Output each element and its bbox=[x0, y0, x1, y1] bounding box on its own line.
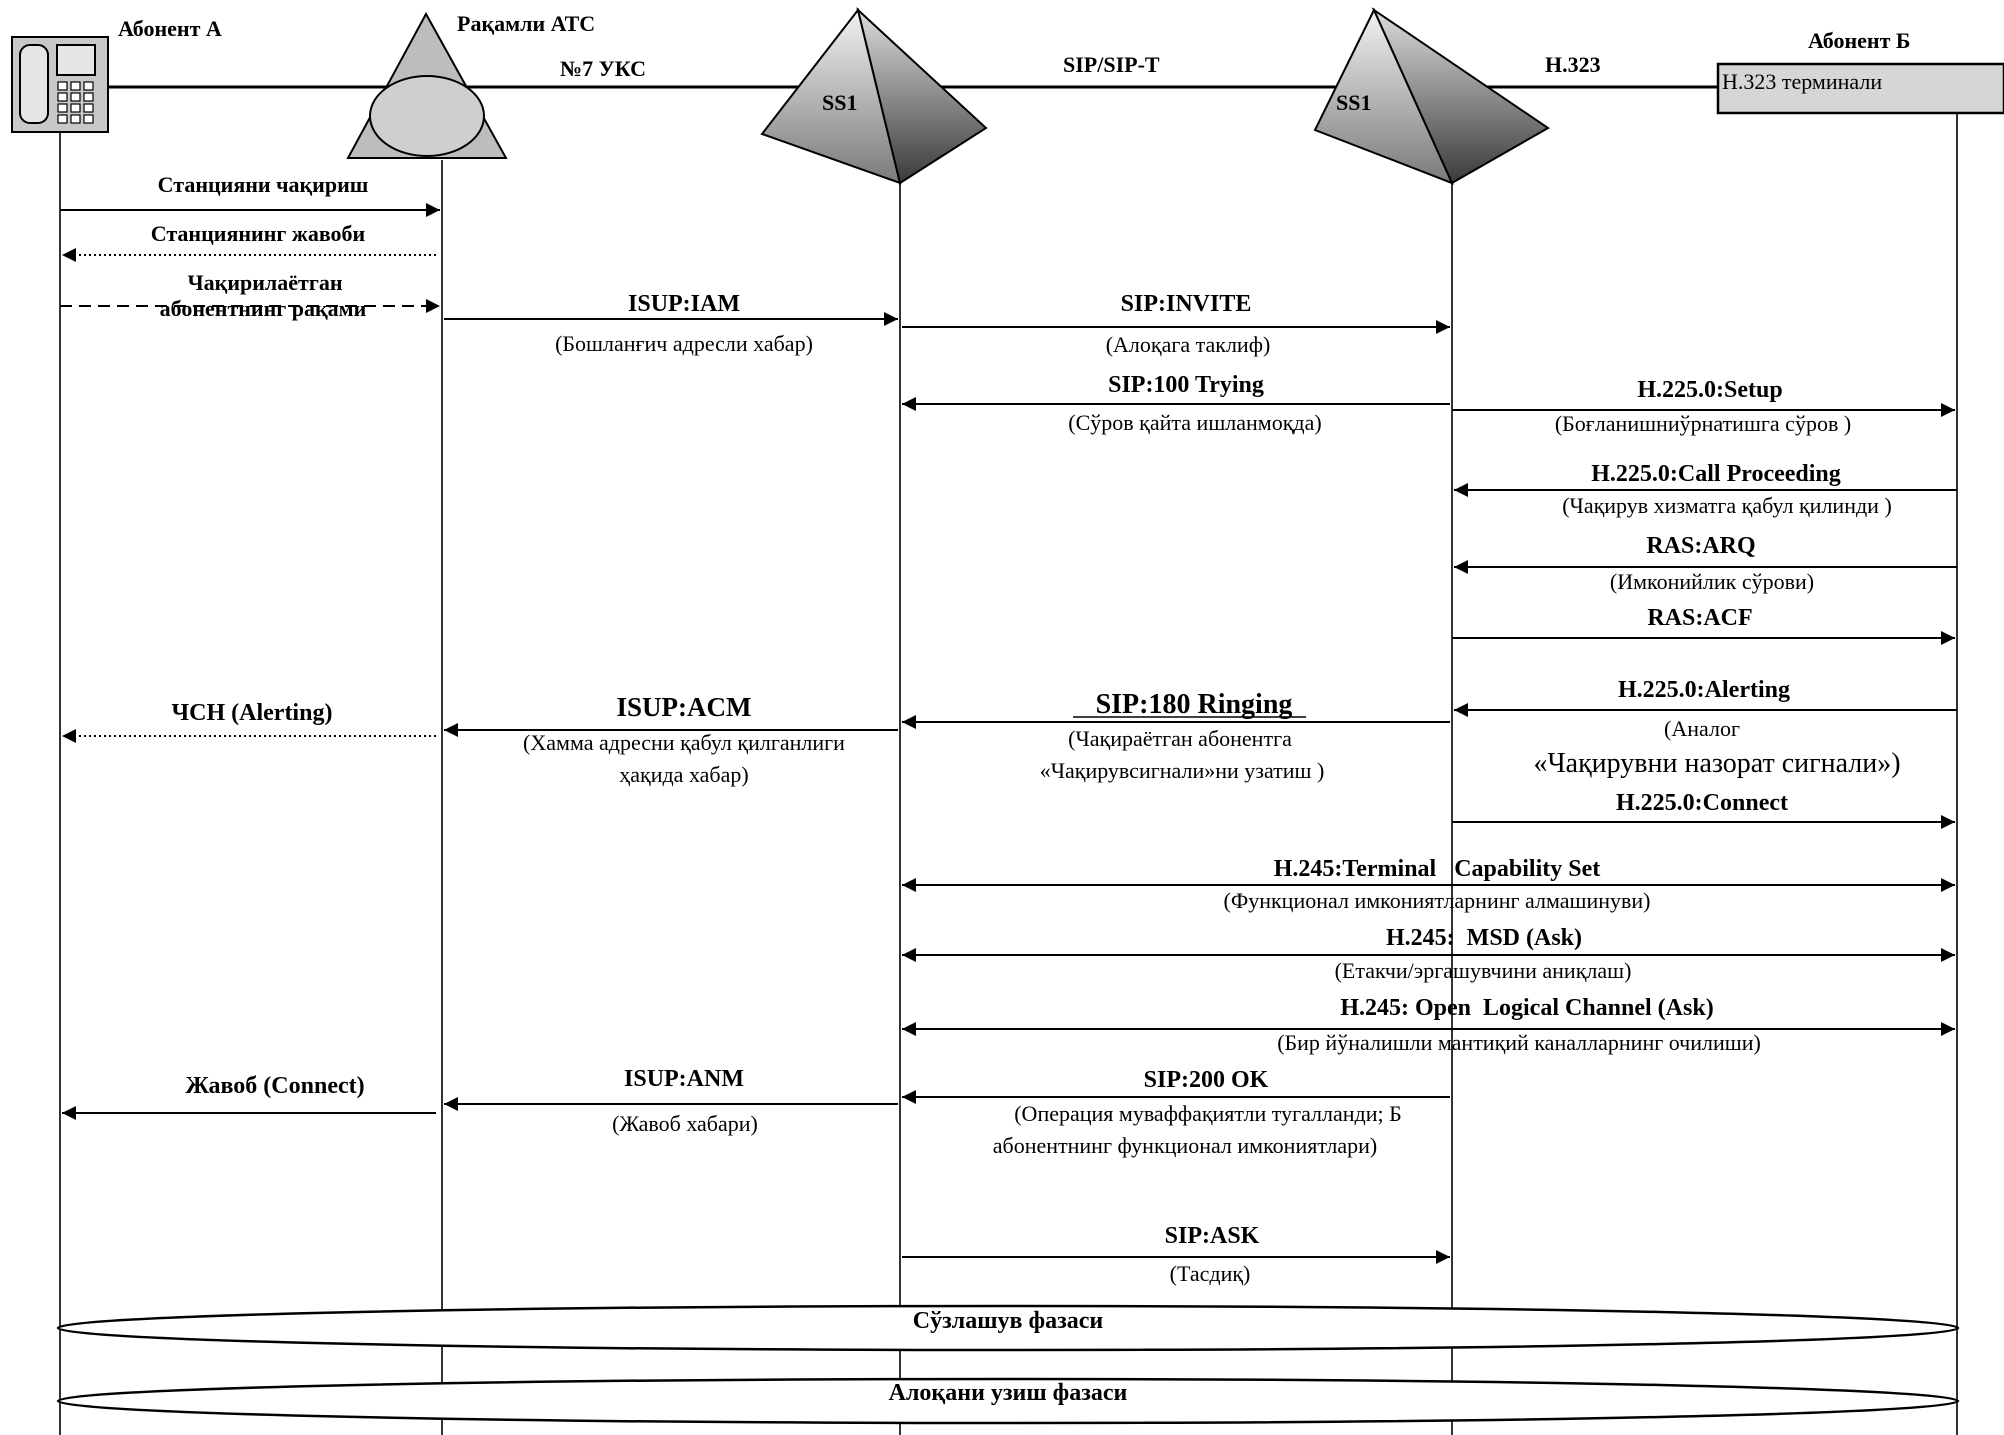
link-ss7-label: №7 УКС bbox=[560, 56, 646, 81]
label-h245-olc: H.245: Open Logical Channel (Ask) bbox=[1340, 995, 1713, 1021]
ss1-left-label: SS1 bbox=[822, 90, 857, 115]
label-sip-180-ringing: SIP:180 Ringing bbox=[1096, 689, 1293, 720]
digital-exchange-icon bbox=[346, 11, 508, 159]
note-isup-acm-line2: ҳақида хабар) bbox=[619, 762, 748, 787]
note-h245-tcs: (Функционал имкониятларнинг алмашинуви) bbox=[1224, 888, 1651, 913]
link-sip-label: SIP/SIP-T bbox=[1063, 52, 1160, 77]
label-h245-tcs: H.245:Terminal Capability Set bbox=[1274, 856, 1600, 882]
label-sip-100-trying: SIP:100 Trying bbox=[1108, 372, 1264, 398]
label-dialed-number-line1: Чақирилаётган bbox=[188, 270, 343, 295]
label-sip-ask: SIP:ASK bbox=[1165, 1223, 1260, 1249]
note-sip-200-ok-line1: (Операция муваффақиятли тугалланди; Б bbox=[1014, 1101, 1402, 1126]
release-phase-ellipse bbox=[56, 1377, 1960, 1425]
note-sip-180-line2: «Чақирувсигнали»ни узатиш ) bbox=[1040, 758, 1325, 783]
ss1-right-label: SS1 bbox=[1336, 90, 1371, 115]
h323-terminal-label: H.323 терминали bbox=[1722, 69, 1882, 94]
release-phase-label: Алоқани узиш фазаси bbox=[889, 1380, 1128, 1406]
note-sip-100-trying: (Сўров қайта ишланмоқда) bbox=[1068, 410, 1321, 435]
label-h225-alerting: H.225.0:Alerting bbox=[1618, 677, 1790, 703]
note-h245-olc: (Бир йўналишли мантиқий каналларнинг очи… bbox=[1277, 1030, 1761, 1055]
label-sip-invite: SIP:INVITE bbox=[1121, 291, 1252, 317]
digital-exchange-label: Рақамли АТС bbox=[457, 11, 595, 36]
h323-terminal-box bbox=[1716, 62, 2004, 115]
label-ras-acf: RAS:ACF bbox=[1647, 605, 1752, 631]
link-h323-label: H.323 bbox=[1545, 52, 1601, 77]
softswitch-right-icon bbox=[1313, 7, 1550, 185]
note-h225-alerting-line2: «Чақирувни назорат сигнали») bbox=[1533, 748, 1900, 779]
label-isup-acm: ISUP:ACM bbox=[617, 692, 752, 722]
talk-phase-ellipse bbox=[56, 1304, 1960, 1352]
label-dialed-number-line2: абонентнинг рақами bbox=[160, 296, 367, 321]
label-station-call: Станцияни чақириш bbox=[158, 172, 369, 197]
note-isup-iam: (Бошланғич адресли хабар) bbox=[555, 331, 813, 356]
label-sip-200-ok: SIP:200 OK bbox=[1144, 1067, 1269, 1093]
label-h245-msd: H.245: MSD (Ask) bbox=[1386, 925, 1582, 951]
note-sip-180-line1: (Чақираётган абонентга bbox=[1068, 726, 1292, 751]
note-h225-call-proceeding: (Чақирув хизматга қабул қилинди ) bbox=[1562, 493, 1892, 518]
label-ras-arq: RAS:ARQ bbox=[1646, 533, 1755, 559]
label-station-answer: Станциянинг жавоби bbox=[151, 221, 366, 246]
note-h225-setup: (Боғланишниўрнатишга сўров ) bbox=[1555, 411, 1851, 436]
note-sip-ask: (Тасдиқ) bbox=[1170, 1261, 1251, 1286]
softswitch-left-icon bbox=[760, 7, 988, 185]
telephone-icon bbox=[11, 36, 109, 133]
label-h225-connect: H.225.0:Connect bbox=[1616, 790, 1788, 816]
label-h225-setup: H.225.0:Setup bbox=[1637, 377, 1782, 403]
label-isup-iam: ISUP:IAM bbox=[628, 291, 740, 317]
label-h225-call-proceeding: H.225.0:Call Proceeding bbox=[1591, 461, 1841, 487]
note-isup-acm-line1: (Хамма адресни қабул қилганлиги bbox=[523, 730, 845, 755]
label-isup-anm: ISUP:ANM bbox=[624, 1066, 744, 1092]
label-connect-answer: Жавоб (Connect) bbox=[185, 1073, 364, 1099]
note-sip-invite: (Алоқага таклиф) bbox=[1106, 332, 1271, 357]
note-ras-arq: (Имконийлик сўрови) bbox=[1610, 569, 1814, 594]
note-h225-alerting-line1: (Аналог bbox=[1664, 716, 1740, 741]
note-sip-200-ok-line2: абонентнинг функционал имкониятлари) bbox=[993, 1133, 1378, 1158]
note-h245-msd: (Етакчи/эргашувчини аниқлаш) bbox=[1335, 958, 1632, 983]
lifelines bbox=[59, 113, 1958, 1435]
talk-phase-label: Сўзлашув фазаси bbox=[913, 1308, 1104, 1334]
label-alerting-tone: ЧСН (Alerting) bbox=[172, 700, 333, 726]
subscriber-a-label: Абонент А bbox=[118, 16, 222, 41]
note-isup-anm: (Жавоб хабари) bbox=[612, 1111, 758, 1136]
subscriber-b-label: Абонент Б bbox=[1808, 28, 1910, 53]
